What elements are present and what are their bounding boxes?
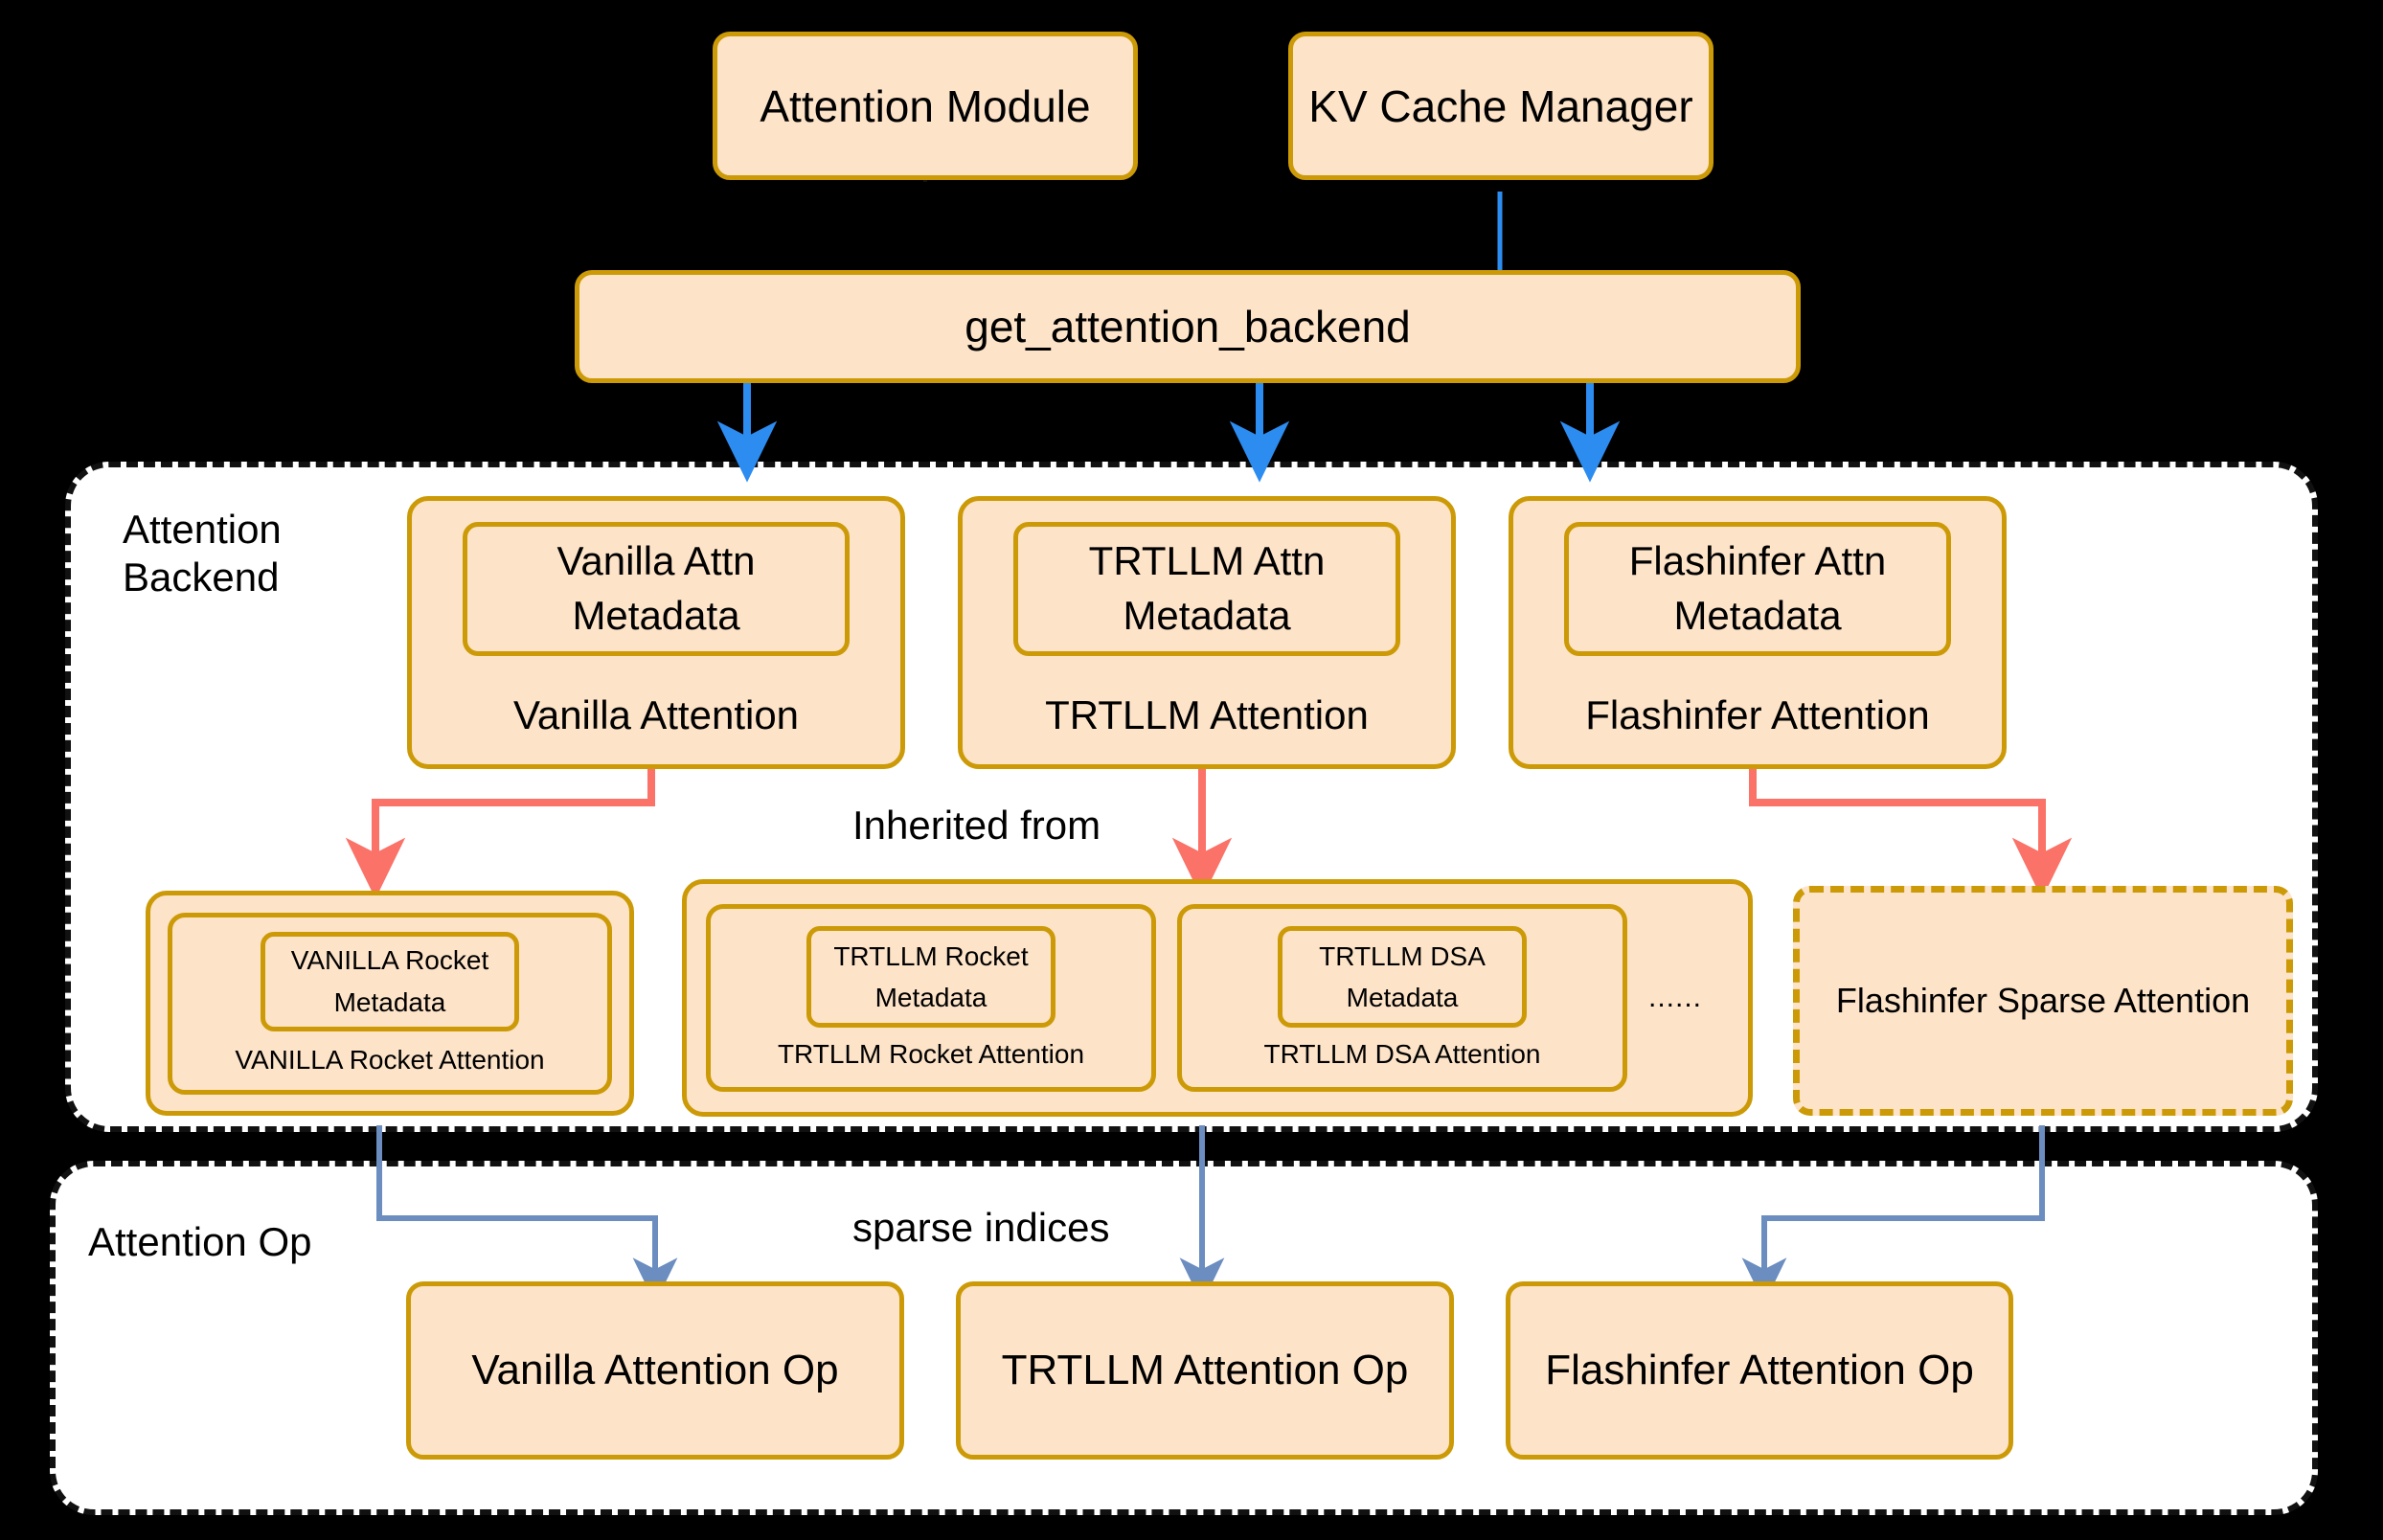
get-attention-backend-box[interactable]: get_attention_backend <box>575 270 1801 383</box>
flashinfer-attention-label: Flashinfer Attention <box>1585 692 1930 737</box>
trtllm-attention-backend-card[interactable]: TRTLLM Attn Metadata TRTLLM Attention <box>958 496 1456 769</box>
trtllm-attention-label: TRTLLM Attention <box>1045 692 1369 737</box>
more-backends-ellipsis: ...... <box>1648 982 1703 1013</box>
sparse-indices-label: sparse indices <box>852 1205 1110 1250</box>
trtllm-attention-op-box[interactable]: TRTLLM Attention Op <box>956 1281 1454 1460</box>
vanilla-attention-backend-card[interactable]: Vanilla Attn Metadata Vanilla Attention <box>407 496 905 769</box>
trtllm-rocket-metadata-box[interactable]: TRTLLM Rocket Metadata <box>806 926 1055 1028</box>
flashinfer-attn-metadata-box[interactable]: Flashinfer Attn Metadata <box>1564 522 1951 656</box>
trtllm-attention-op-label: TRTLLM Attention Op <box>1001 1347 1409 1393</box>
trtllm-sparse-group[interactable]: TRTLLM Rocket Metadata TRTLLM Rocket Att… <box>682 879 1753 1117</box>
trtllm-rocket-attention-label: TRTLLM Rocket Attention <box>777 1039 1085 1069</box>
vanilla-attn-metadata-label: Vanilla Attn Metadata <box>556 538 756 638</box>
vanilla-rocket-attention-card[interactable]: VANILLA Rocket Metadata VANILLA Rocket A… <box>168 912 612 1095</box>
trtllm-dsa-metadata-box[interactable]: TRTLLM DSA Metadata <box>1278 926 1527 1028</box>
inherited-from-label: Inherited from <box>852 803 1101 848</box>
flashinfer-sparse-attention-box[interactable]: Flashinfer Sparse Attention <box>1793 886 2293 1116</box>
trtllm-dsa-attention-card[interactable]: TRTLLM DSA Metadata TRTLLM DSA Attention <box>1177 904 1627 1092</box>
flashinfer-sparse-attention-label: Flashinfer Sparse Attention <box>1835 981 2251 1020</box>
kv-cache-manager-box[interactable]: KV Cache Manager <box>1288 32 1713 180</box>
vanilla-attn-metadata-box[interactable]: Vanilla Attn Metadata <box>463 522 850 656</box>
get-attention-backend-label: get_attention_backend <box>965 302 1411 351</box>
attention-op-panel-title: Attention Op <box>88 1219 312 1264</box>
flashinfer-attn-metadata-label: Flashinfer Attn Metadata <box>1628 538 1887 638</box>
kv-cache-manager-label: KV Cache Manager <box>1308 80 1693 131</box>
trtllm-rocket-metadata-label: TRTLLM Rocket Metadata <box>833 940 1029 1012</box>
vanilla-attention-op-box[interactable]: Vanilla Attention Op <box>406 1281 904 1460</box>
flashinfer-attention-op-box[interactable]: Flashinfer Attention Op <box>1506 1281 2013 1460</box>
flashinfer-attention-backend-card[interactable]: Flashinfer Attn Metadata Flashinfer Atte… <box>1509 496 2007 769</box>
trtllm-rocket-attention-card[interactable]: TRTLLM Rocket Metadata TRTLLM Rocket Att… <box>706 904 1156 1092</box>
flashinfer-attention-op-label: Flashinfer Attention Op <box>1545 1347 1974 1393</box>
attention-module-label: Attention Module <box>760 80 1091 131</box>
vanilla-attention-label: Vanilla Attention <box>512 692 800 737</box>
trtllm-dsa-metadata-label: TRTLLM DSA Metadata <box>1319 940 1486 1012</box>
trtllm-attn-metadata-label: TRTLLM Attn Metadata <box>1088 538 1326 638</box>
trtllm-dsa-attention-label: TRTLLM DSA Attention <box>1263 1039 1541 1069</box>
trtllm-attn-metadata-box[interactable]: TRTLLM Attn Metadata <box>1013 522 1400 656</box>
vanilla-sparse-group[interactable]: VANILLA Rocket Metadata VANILLA Rocket A… <box>146 891 634 1116</box>
vanilla-rocket-metadata-label: VANILLA Rocket Metadata <box>290 945 489 1017</box>
attention-backend-panel-title: Attention Backend <box>123 507 282 600</box>
vanilla-rocket-metadata-box[interactable]: VANILLA Rocket Metadata <box>261 931 519 1031</box>
vanilla-rocket-attention-label: VANILLA Rocket Attention <box>235 1044 545 1075</box>
vanilla-attention-op-label: Vanilla Attention Op <box>471 1347 839 1393</box>
attention-module-box[interactable]: Attention Module <box>713 32 1138 180</box>
